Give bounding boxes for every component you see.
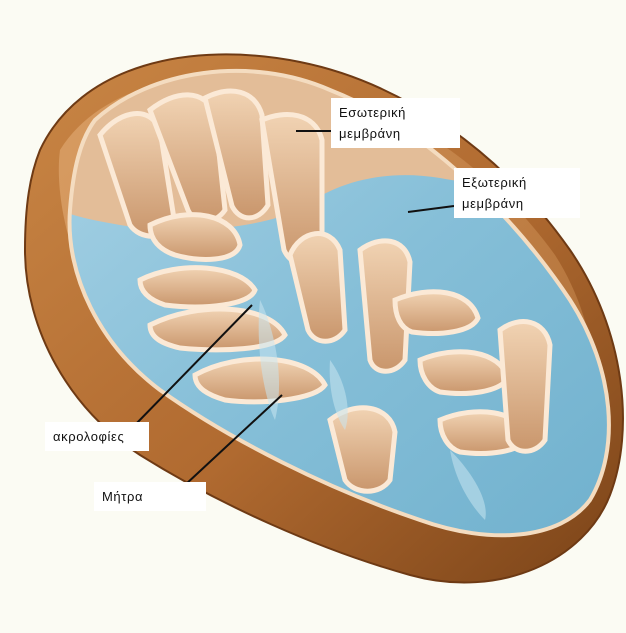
- label-outer-membrane: Εξωτερική μεμβράνη: [454, 168, 580, 218]
- label-cristae: ακρολοφίες: [45, 422, 149, 451]
- label-matrix: Μήτρα: [94, 482, 206, 511]
- label-inner-membrane: Εσωτερική μεμβράνη: [331, 98, 460, 148]
